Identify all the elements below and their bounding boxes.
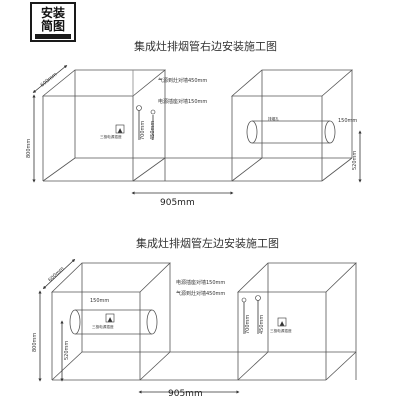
- outlet-symbol-3: ▲: [280, 320, 285, 327]
- outlet-label-2: 三极电源插座: [92, 324, 114, 329]
- outlet-symbol: ▲: [118, 127, 123, 134]
- depth-dimension-2: [42, 258, 76, 290]
- logo-bar: [35, 34, 71, 39]
- diagram-right: [32, 64, 362, 195]
- dim-height-2: 800mm: [32, 333, 38, 352]
- dim-width-1: 905mm: [160, 198, 195, 208]
- dim-depth-2: 600mm: [47, 266, 65, 284]
- dim-700-1: 700mm: [140, 121, 146, 140]
- logo: 安装 简图: [30, 2, 76, 42]
- outlet-box-left: ▲: [105, 313, 115, 323]
- note-socket-2: 电源插座对墙150mm: [176, 279, 225, 286]
- socket-dot: [150, 109, 156, 115]
- right-cabinet-box: [230, 69, 354, 182]
- smoke-pipe-right: [246, 120, 336, 144]
- diagram-left: [38, 258, 357, 394]
- dim-450-2: 450mm: [259, 315, 265, 334]
- outlet-label-1: 三极电源插座: [100, 134, 122, 139]
- pipe-label-1: 排烟孔: [268, 116, 279, 121]
- dim-pipe-height-2: 520mm: [64, 341, 70, 360]
- diagram-title-left: 集成灶排烟管左边安装施工图: [136, 237, 279, 250]
- logo-line1: 安装: [40, 6, 65, 20]
- left-cabinet-box: [41, 69, 167, 182]
- outlet-box-right-2: [277, 317, 287, 327]
- dim-height-1: 800mm: [26, 139, 32, 158]
- outlet-symbol-2: ▲: [108, 316, 113, 323]
- note-gas-2: 气源到灶对墙450mm: [176, 290, 225, 297]
- smoke-pipe-left: [69, 309, 158, 335]
- right-cabinet-box-2: [237, 262, 357, 381]
- note-gas-1: 气源到灶对墙450mm: [158, 77, 207, 84]
- dim-pipe-1: 150mm: [338, 118, 357, 124]
- depth-dimension: [32, 64, 68, 94]
- left-cabinet-box-2: [51, 262, 171, 381]
- note-socket-1: 电源插座对墙150mm: [158, 98, 207, 105]
- socket-dot-2: [241, 297, 247, 303]
- logo-line2: 简图: [40, 19, 65, 33]
- dim-700-2: 700mm: [245, 315, 251, 334]
- diagram-title-right: 集成灶排烟管右边安装施工图: [134, 40, 277, 53]
- dim-450-1: 450mm: [150, 121, 156, 140]
- outlet-label-3: 三极电源插座: [270, 328, 292, 333]
- dim-pipe-2: 150mm: [90, 298, 109, 304]
- gas-source-dot: [136, 105, 142, 111]
- dim-width-2: 905mm: [168, 389, 203, 399]
- dim-pipe-height-1: 520mm: [352, 151, 358, 170]
- gas-source-dot-2: [255, 295, 261, 301]
- outlet-box-right: ▲: [115, 124, 125, 134]
